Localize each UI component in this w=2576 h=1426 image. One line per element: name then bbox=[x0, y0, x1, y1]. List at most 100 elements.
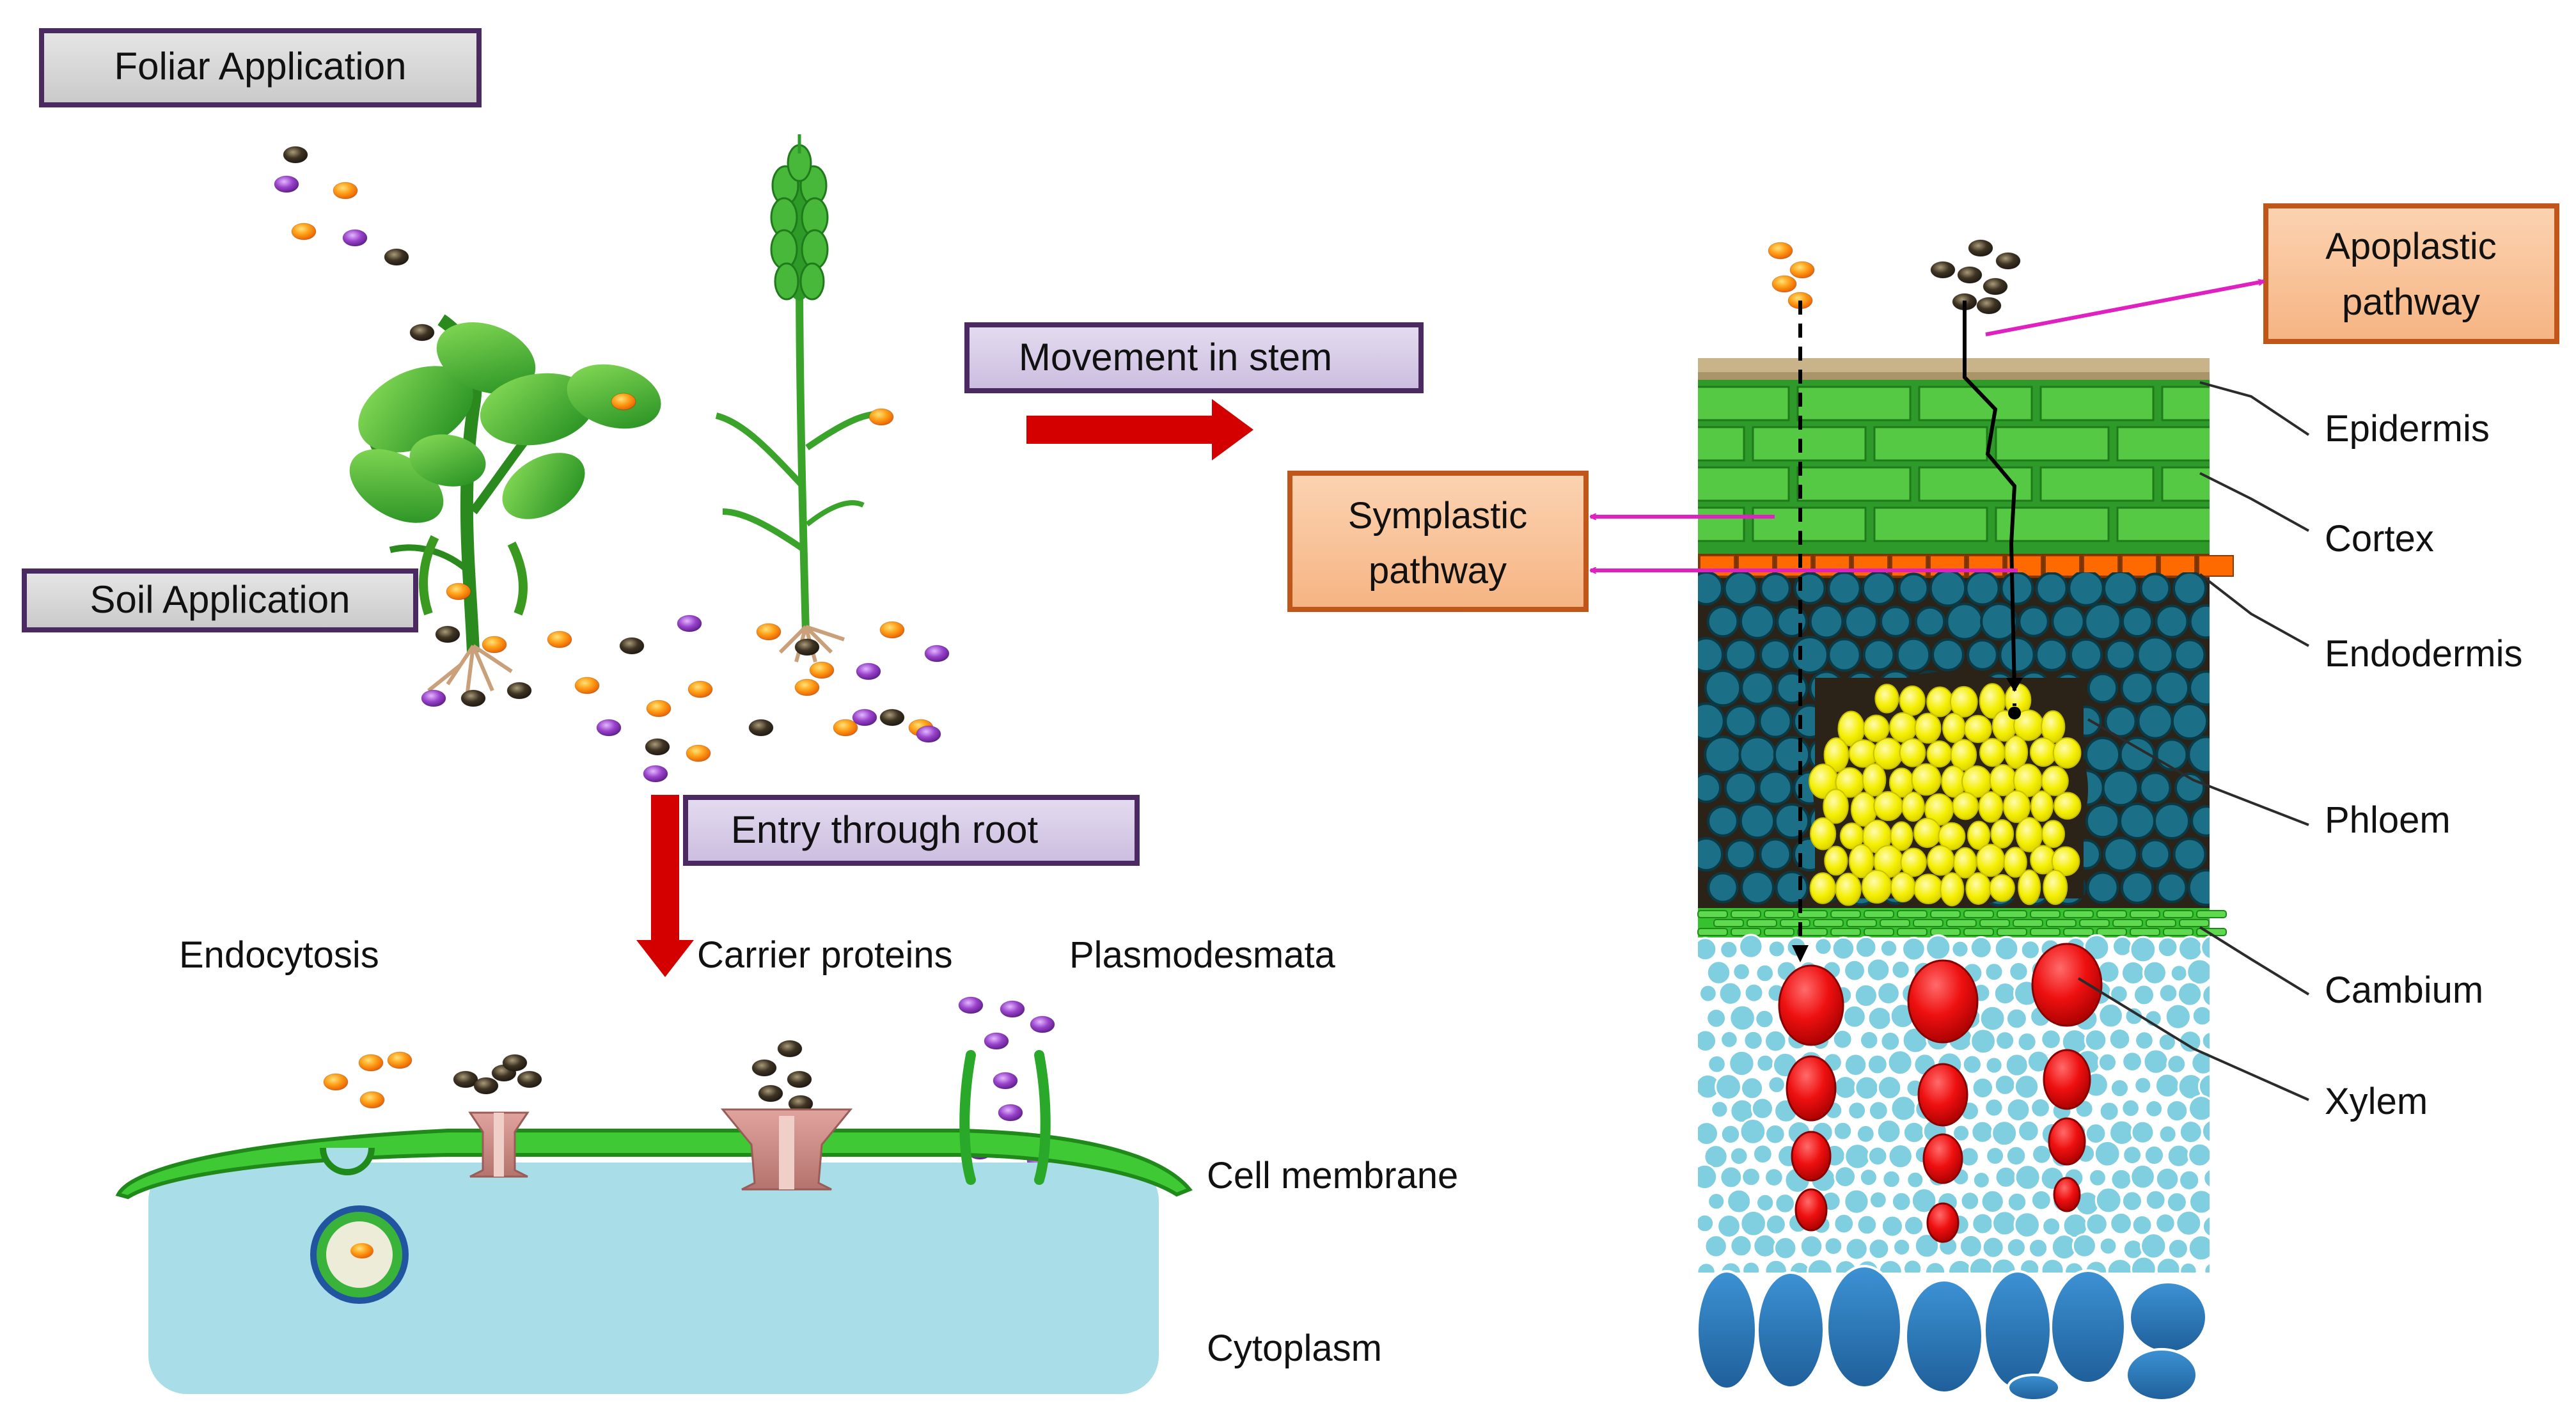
entry-through-root-box: Entry through root bbox=[683, 795, 1140, 866]
cambium-cell bbox=[1797, 910, 1828, 918]
outer-cell bbox=[1931, 638, 1965, 671]
cortex-cell bbox=[2039, 466, 2155, 502]
xylem-vessel bbox=[2053, 1177, 2081, 1212]
pith-cell bbox=[2203, 1262, 2210, 1273]
xylem-vessel bbox=[1791, 1131, 1832, 1182]
pith-cell bbox=[1750, 1097, 1774, 1120]
pith-cell bbox=[1876, 981, 1901, 1006]
outer-cell bbox=[1862, 638, 1896, 671]
pith-cell bbox=[2071, 1233, 2097, 1258]
pith-cell bbox=[2124, 1006, 2144, 1026]
pith-cell bbox=[1732, 962, 1751, 982]
xylem-label: Xylem bbox=[2325, 1081, 2428, 1122]
pith-cell bbox=[2188, 1189, 2210, 1215]
symplastic-label-line1: Symplastic bbox=[1348, 495, 1527, 537]
particle bbox=[342, 229, 368, 247]
particle bbox=[1995, 252, 2021, 270]
pith-cell bbox=[2155, 1166, 2180, 1191]
outer-cell bbox=[1698, 636, 1725, 673]
pith-cell bbox=[1892, 1237, 1912, 1257]
pith-cell bbox=[1867, 1005, 1892, 1031]
cortex-label: Cortex bbox=[2325, 518, 2434, 560]
foliar-application-label: Foliar Application bbox=[114, 45, 407, 88]
pith-cell bbox=[1767, 939, 1786, 959]
cambium-cell bbox=[1897, 910, 1928, 918]
pith-cell bbox=[1855, 1124, 1876, 1144]
pith-cell bbox=[1831, 936, 1856, 961]
particle bbox=[1789, 261, 1815, 279]
pith-cell bbox=[1698, 1213, 1715, 1234]
pith-cell bbox=[2098, 1002, 2124, 1029]
particle bbox=[833, 719, 858, 737]
pith-cell bbox=[2122, 1145, 2143, 1166]
phloem-cell bbox=[2054, 792, 2082, 820]
cambium-cell bbox=[1913, 919, 1944, 927]
outer-cell bbox=[1791, 636, 1829, 674]
phloem-cell bbox=[1926, 740, 1952, 768]
cortex-cell bbox=[1873, 426, 1988, 462]
outer-cell bbox=[1724, 705, 1757, 738]
outer-cell bbox=[2188, 670, 2210, 706]
outer-cell bbox=[2086, 871, 2119, 904]
pith-cell bbox=[1991, 1210, 2018, 1237]
pith-cell bbox=[1970, 1120, 1995, 1144]
outer-cell bbox=[1739, 603, 1776, 640]
phloem-cell bbox=[1874, 684, 1899, 714]
pith-cell bbox=[2020, 939, 2041, 960]
outer-cell bbox=[2139, 771, 2172, 804]
particle bbox=[1976, 297, 2002, 315]
core-cell bbox=[2128, 1281, 2208, 1354]
pith-cell bbox=[1707, 1192, 1726, 1211]
phloem-cell bbox=[1975, 843, 2006, 877]
apoplastic-pointer bbox=[1985, 281, 2264, 336]
phloem-cell bbox=[1953, 847, 1977, 879]
apoplastic-route bbox=[1963, 301, 2023, 719]
particle bbox=[574, 677, 600, 694]
pith-cell bbox=[2013, 1211, 2041, 1239]
particle bbox=[916, 725, 941, 743]
pith-cell bbox=[2130, 1120, 2155, 1145]
phloem-cell bbox=[1940, 872, 1965, 907]
phloem-cell bbox=[2003, 847, 2027, 878]
outer-cell bbox=[1698, 702, 1725, 740]
outer-cell bbox=[1724, 771, 1758, 805]
particle bbox=[879, 709, 905, 726]
pith-cell bbox=[1764, 1213, 1787, 1235]
particle bbox=[787, 1070, 812, 1088]
phloem-cell bbox=[2029, 737, 2057, 767]
pith-cell bbox=[1902, 1258, 1923, 1273]
pith-cell bbox=[2166, 1054, 2187, 1074]
cambium-cell bbox=[1780, 919, 1810, 927]
endocytosis-label: Endocytosis bbox=[179, 934, 379, 976]
pith-cell bbox=[1951, 939, 1970, 959]
pith-cell bbox=[2166, 1143, 2191, 1168]
outer-cell bbox=[2084, 602, 2122, 641]
particle bbox=[1030, 1015, 1055, 1033]
cortex-cell bbox=[2161, 386, 2210, 421]
pith-cell bbox=[1856, 1214, 1878, 1236]
outer-cell bbox=[1724, 638, 1757, 671]
pith-cell bbox=[1868, 1190, 1888, 1210]
phloem-cell bbox=[1824, 845, 1848, 876]
xylem-vessel bbox=[1795, 1188, 1828, 1232]
particle bbox=[473, 1077, 499, 1095]
pith-cell bbox=[2186, 958, 2210, 986]
outer-cell bbox=[1914, 606, 1946, 638]
pith-cell bbox=[1890, 1095, 1917, 1122]
cortex-cell bbox=[1995, 426, 2110, 462]
pith-cell bbox=[1773, 1236, 1798, 1260]
phloem-cell bbox=[1900, 847, 1927, 877]
particle bbox=[460, 689, 486, 707]
outer-cell bbox=[1945, 602, 1984, 641]
cortex-cell bbox=[1918, 386, 2033, 421]
phloem-cell bbox=[1926, 845, 1955, 876]
outer-cell bbox=[1775, 671, 1809, 705]
pith-cell bbox=[1971, 1076, 1995, 1100]
pith-cell bbox=[2175, 1209, 2203, 1237]
particle bbox=[507, 682, 532, 700]
particle bbox=[852, 709, 877, 726]
core-cell bbox=[1696, 1270, 1757, 1390]
cambium-cell bbox=[2112, 919, 2143, 927]
cambium-cell bbox=[2030, 910, 2061, 918]
carrier-protein-icon bbox=[468, 1111, 530, 1178]
